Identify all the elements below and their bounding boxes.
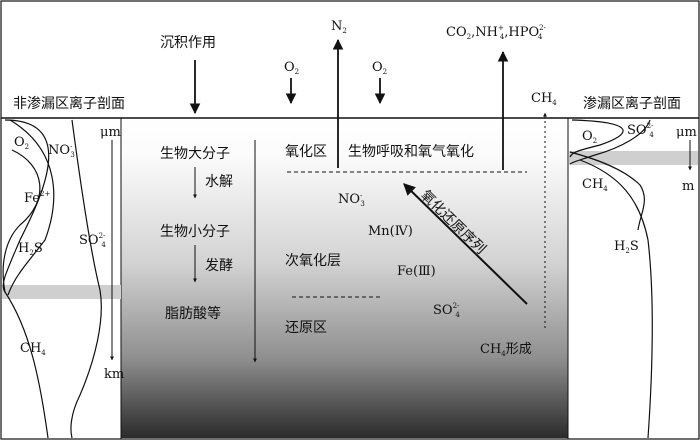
fe-label: Fe(Ⅲ)	[397, 264, 436, 279]
right-so4-label: SO2-4	[627, 122, 654, 139]
left-fe-label: Fe2+	[24, 190, 50, 206]
ch4-formation-label: CH4形成	[480, 342, 532, 358]
right-o2-label: O2	[582, 129, 597, 145]
o2-right-label: O2	[372, 60, 387, 76]
products-label: CO2,NH+4,HPO2-4	[446, 24, 547, 41]
macromolecules-label: 生物大分子	[160, 146, 230, 162]
left-um-label: μm	[100, 125, 121, 140]
n2-label: N2	[331, 19, 347, 35]
left-o2-profile	[2, 119, 50, 293]
right-ch4-label: CH4	[582, 177, 608, 193]
left-panel-title: 非渗漏区离子剖面	[13, 95, 125, 112]
reduction-zone-label: 还原区	[285, 320, 327, 336]
left-so4-label: SO2-4	[79, 232, 106, 249]
right-h2s-label: H2S	[614, 239, 639, 255]
right-o2-profile	[569, 119, 624, 158]
left-no3-label: NO-3	[48, 143, 75, 159]
left-km-label: km	[104, 367, 124, 382]
redox-sequence-arrow	[403, 183, 528, 305]
small-molecules-label: 生物小分子	[160, 224, 230, 240]
left-transition-band	[2, 285, 121, 299]
right-um-label: μm	[676, 125, 697, 140]
left-so4-profile	[70, 119, 102, 439]
fatty-acids-label: 脂肪酸等	[165, 305, 221, 322]
left-h2s-label: H2S	[18, 241, 43, 257]
no3-label: NO-3	[338, 192, 365, 208]
right-h2s-profile	[579, 159, 653, 439]
mn-label: Mn(Ⅳ)	[368, 224, 413, 239]
ch4-top-label: CH4	[531, 91, 557, 107]
so4-label: SO2-4	[433, 302, 460, 319]
suboxic-layer-label: 次氧化层	[285, 253, 341, 269]
deposition-label: 沉积作用	[160, 35, 216, 51]
fermentation-label: 发酵	[205, 258, 233, 274]
right-so4-profile	[569, 119, 651, 165]
o2-left-label: O2	[284, 60, 299, 76]
oxidation-zone-label: 氧化区	[285, 144, 327, 160]
left-no3-profile	[7, 119, 55, 296]
right-m-label: m	[682, 179, 694, 194]
respiration-label: 生物呼吸和氧气氧化	[348, 144, 474, 160]
left-ch4-label: CH4	[20, 341, 46, 357]
left-o2-label: O2	[14, 135, 29, 151]
right-panel-title: 渗漏区离子剖面	[583, 95, 681, 112]
left-fe-h2s-profile	[2, 149, 49, 439]
hydrolysis-label: 水解	[205, 174, 233, 190]
